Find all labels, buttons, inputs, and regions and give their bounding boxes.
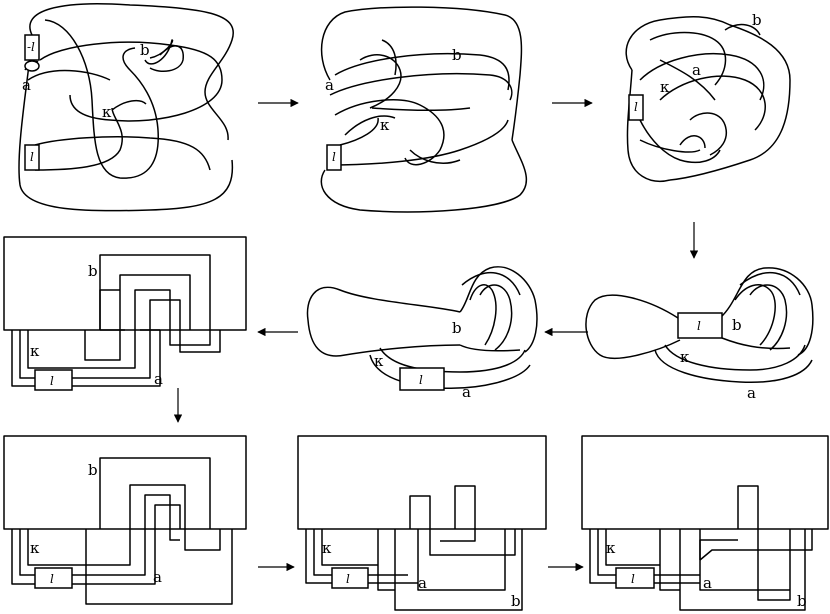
panel-1-box-l-label: l xyxy=(30,150,34,164)
panel-2-knot xyxy=(320,6,528,213)
panel-8-label-kappa: κ xyxy=(322,539,332,557)
panel-3-box-l-label: l xyxy=(634,100,638,114)
panel-7-box-l-label: l xyxy=(50,572,54,586)
panel-5-label-b: b xyxy=(452,319,462,337)
panel-2-box-l xyxy=(326,144,342,171)
panel-5-box-l xyxy=(399,367,445,391)
panel-6-box-l xyxy=(34,369,73,391)
panel-8-label-b: b xyxy=(511,592,521,610)
panel-5-label-kappa: κ xyxy=(374,352,384,370)
panel-6-box-l-label: l xyxy=(50,374,54,388)
panel-1-small-loop xyxy=(24,60,40,72)
panel-7-label-a: a xyxy=(153,568,162,586)
panel-7-label-b: b xyxy=(88,461,98,479)
panel-2-box-l-label: l xyxy=(332,150,336,164)
panel-1-knot xyxy=(18,3,234,212)
panel-7-knot xyxy=(3,435,247,605)
panel-9-knot xyxy=(581,435,829,611)
panel-6-label-b: b xyxy=(88,262,98,280)
panel-2-label-kappa: κ xyxy=(380,116,390,134)
panel-4-box-l xyxy=(677,312,723,339)
panel-9-label-kappa: κ xyxy=(606,539,616,557)
panel-9-label-a: a xyxy=(703,574,712,592)
panel-3-label-b: b xyxy=(752,11,762,29)
panel-7-box-l xyxy=(34,567,73,589)
panel-7-label-kappa: κ xyxy=(30,539,40,557)
panel-1-label-kappa: κ xyxy=(102,103,112,121)
panel-9-box-l xyxy=(615,567,655,589)
panel-9-label-b: b xyxy=(797,592,807,610)
panel-4-label-a: a xyxy=(747,384,756,402)
panel-4-box-l-label: l xyxy=(697,319,701,333)
panel-5-box-l-label: l xyxy=(419,373,423,387)
panel-1-box-neg-l-label: -l xyxy=(27,40,35,54)
panel-6-label-a: a xyxy=(154,370,163,388)
panel-8-box-l xyxy=(331,567,369,589)
panel-1-box-l xyxy=(24,144,40,171)
panel-4-label-kappa: κ xyxy=(680,348,690,366)
panel-3-label-a: a xyxy=(692,61,701,79)
panel-5-label-a: a xyxy=(462,383,471,401)
panel-4-knot xyxy=(585,267,814,384)
panel-9-box-l-label: l xyxy=(631,572,635,586)
panel-8-label-a: a xyxy=(418,574,427,592)
panel-8-knot xyxy=(297,435,547,611)
panel-6-label-kappa: κ xyxy=(30,342,40,360)
panel-3-label-kappa: κ xyxy=(660,78,670,96)
panel-6-knot xyxy=(3,236,247,387)
panel-3-knot xyxy=(625,15,791,182)
panel-4-label-b: b xyxy=(732,316,742,334)
panel-1-label-b: b xyxy=(140,41,150,59)
panel-2-label-a: a xyxy=(325,76,334,94)
panel-1-box-neg-l xyxy=(24,34,40,61)
panel-8-box-l-label: l xyxy=(346,572,350,586)
panel-2-label-b: b xyxy=(452,46,462,64)
panel-1-label-a: a xyxy=(22,76,31,94)
panel-3-box-l xyxy=(628,94,644,121)
